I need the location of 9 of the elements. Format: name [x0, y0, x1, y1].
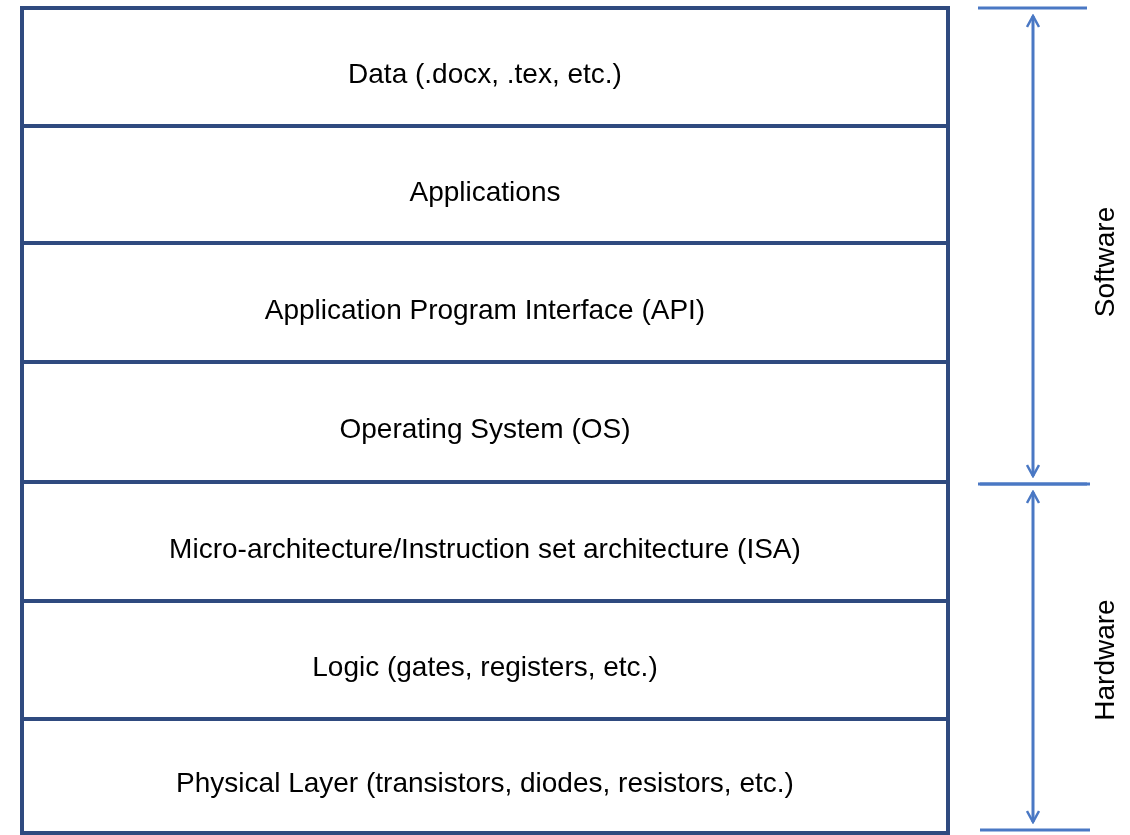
- layer-label: Physical Layer (transistors, diodes, resistors, etc.): [176, 766, 794, 799]
- layer-label: Applications: [409, 174, 561, 208]
- range-label: Hardware: [1089, 599, 1121, 721]
- layer-label: Application Program Interface (API): [264, 292, 706, 326]
- layer-label: Logic (gates, registers, etc.): [312, 650, 658, 683]
- layer-label: Data (.docx, .tex, etc.): [348, 57, 622, 90]
- layer-label: Operating System (OS): [339, 412, 631, 445]
- layer-label: Micro-architecture/Instruction set architecture (ISA): [169, 531, 801, 565]
- range-label: Software: [1089, 206, 1121, 318]
